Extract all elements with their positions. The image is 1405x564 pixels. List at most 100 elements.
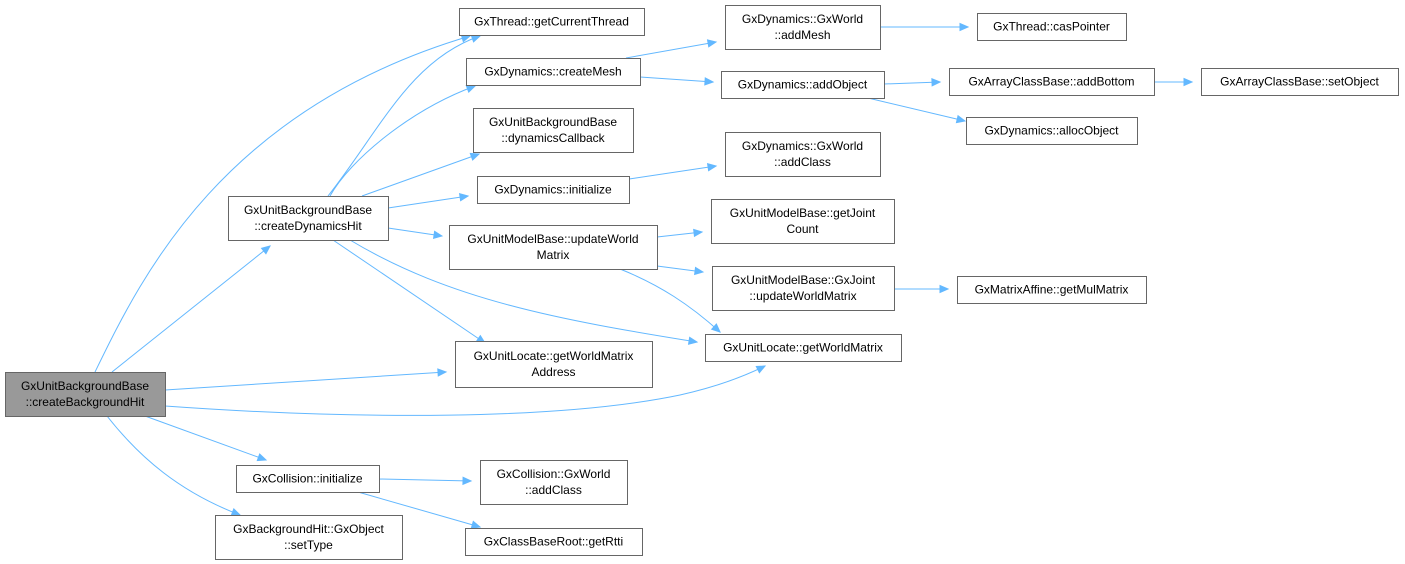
edge-addMesh-to-casPointer <box>880 22 970 32</box>
node-box[interactable] <box>465 528 643 556</box>
node-box[interactable] <box>949 68 1155 96</box>
node-label: GxDynamics::createMesh <box>484 65 621 79</box>
edge-createDynamicsHit-to-dynamicsCallback <box>361 152 481 197</box>
node-colAddClass[interactable]: GxCollision::GxWorld::addClass <box>480 460 628 505</box>
arrowhead-icon <box>1183 77 1194 87</box>
edge-root-to-collisionInitialize <box>144 415 268 462</box>
node-getMulMatrix[interactable]: GxMatrixAffine::getMulMatrix <box>957 276 1147 304</box>
node-dynAddClass[interactable]: GxDynamics::GxWorld::addClass <box>725 132 881 177</box>
node-jointUpdateWorldMatrix[interactable]: GxUnitModelBase::GxJoint::updateWorldMat… <box>712 266 895 311</box>
edge-root-to-getWorldMatrix <box>164 365 767 416</box>
edge-line <box>332 239 486 344</box>
nodes-layer: GxUnitBackgroundBase::createBackgroundHi… <box>5 5 1399 560</box>
edge-line <box>625 41 717 59</box>
node-box[interactable] <box>705 334 902 362</box>
arrowhead-icon <box>959 22 970 32</box>
node-label: ::setType <box>284 538 333 552</box>
node-label: GxUnitLocate::getWorldMatrix <box>723 341 883 355</box>
node-label: GxThread::getCurrentThread <box>474 15 629 29</box>
node-addBottom[interactable]: GxArrayClassBase::addBottom <box>949 68 1155 96</box>
node-casPointer[interactable]: GxThread::casPointer <box>977 13 1127 41</box>
node-label: Matrix <box>537 248 570 262</box>
node-collisionInitialize[interactable]: GxCollision::initialize <box>236 465 380 493</box>
edge-line <box>361 153 480 197</box>
node-box[interactable] <box>711 199 895 244</box>
node-getRtti[interactable]: GxClassBaseRoot::getRtti <box>465 528 643 556</box>
arrowhead-icon <box>704 77 715 86</box>
node-allocObject[interactable]: GxDynamics::allocObject <box>966 117 1138 145</box>
node-box[interactable] <box>215 515 403 560</box>
node-box[interactable] <box>480 460 628 505</box>
node-getCurrentThread[interactable]: GxThread::getCurrentThread <box>459 8 645 36</box>
arrowhead-icon <box>706 39 718 48</box>
arrowhead-icon <box>470 520 482 529</box>
edge-updateWorldMatrix-to-jointUpdateWorldMatrix <box>656 265 705 276</box>
arrowhead-icon <box>755 365 767 374</box>
node-label: Count <box>786 222 819 236</box>
node-createMesh[interactable]: GxDynamics::createMesh <box>466 58 641 86</box>
edge-updateWorldMatrix-to-getJointCount <box>656 228 704 238</box>
edge-line <box>867 97 966 122</box>
edge-line <box>628 165 717 180</box>
arrowhead-icon <box>939 284 950 294</box>
node-box[interactable] <box>721 71 885 99</box>
node-createDynamicsHit[interactable]: GxUnitBackgroundBase::createDynamicsHit <box>228 196 389 241</box>
node-addObject[interactable]: GxDynamics::addObject <box>721 71 885 99</box>
edge-line <box>387 195 469 209</box>
node-box[interactable] <box>477 176 630 204</box>
node-label: GxCollision::GxWorld <box>497 467 611 481</box>
node-dynamicsInitialize[interactable]: GxDynamics::initialize <box>477 176 630 204</box>
edge-line <box>94 35 471 373</box>
node-box[interactable] <box>1201 68 1399 96</box>
edge-line <box>883 81 941 85</box>
node-box[interactable] <box>5 372 166 417</box>
edge-line <box>357 491 481 528</box>
edge-line <box>349 239 698 343</box>
node-label: ::updateWorldMatrix <box>749 289 856 303</box>
node-box[interactable] <box>725 132 881 177</box>
node-box[interactable] <box>977 13 1127 41</box>
node-box[interactable] <box>957 276 1147 304</box>
edge-line <box>164 371 447 391</box>
node-setObject[interactable]: GxArrayClassBase::setObject <box>1201 68 1399 96</box>
edge-createDynamicsHit-to-createMesh <box>329 84 477 197</box>
arrowhead-icon <box>955 114 967 124</box>
node-setType[interactable]: GxBackgroundHit::GxObject::setType <box>215 515 403 560</box>
edge-root-to-createDynamicsHit <box>111 245 271 373</box>
node-updateWorldMatrix[interactable]: GxUnitModelBase::updateWorldMatrix <box>449 225 658 270</box>
edge-line <box>378 478 472 482</box>
node-label: GxClassBaseRoot::getRtti <box>484 535 623 549</box>
node-box[interactable] <box>712 266 895 311</box>
node-box[interactable] <box>459 8 645 36</box>
node-box[interactable] <box>473 108 634 153</box>
arrowhead-icon <box>437 368 448 377</box>
node-box[interactable] <box>725 5 881 50</box>
node-label: ::createDynamicsHit <box>254 219 362 233</box>
edge-root-to-setType <box>106 415 242 516</box>
arrowhead-icon <box>470 34 482 43</box>
node-addMesh[interactable]: GxDynamics::GxWorld::addMesh <box>725 5 881 50</box>
node-dynamicsCallback[interactable]: GxUnitBackgroundBase::dynamicsCallback <box>473 108 634 153</box>
edge-line <box>619 268 721 333</box>
node-box[interactable] <box>449 225 658 270</box>
node-label: ::addClass <box>774 155 831 169</box>
node-box[interactable] <box>236 465 380 493</box>
node-box[interactable] <box>966 117 1138 145</box>
edge-addObject-to-allocObject <box>867 97 967 124</box>
node-label: ::addMesh <box>774 28 830 42</box>
arrowhead-icon <box>710 323 721 333</box>
node-getWorldMatrix[interactable]: GxUnitLocate::getWorldMatrix <box>705 334 902 362</box>
arrowhead-icon <box>706 163 718 172</box>
node-label: ::createBackgroundHit <box>26 395 145 409</box>
node-box[interactable] <box>466 58 641 86</box>
node-box[interactable] <box>228 196 389 241</box>
node-root[interactable]: GxUnitBackgroundBase::createBackgroundHi… <box>5 372 166 417</box>
node-label: ::dynamicsCallback <box>501 131 605 145</box>
edge-jointUpdateWorldMatrix-to-getMulMatrix <box>894 284 950 294</box>
node-box[interactable] <box>455 341 653 388</box>
node-label: GxArrayClassBase::addBottom <box>968 75 1134 89</box>
node-label: GxDynamics::GxWorld <box>742 12 863 26</box>
